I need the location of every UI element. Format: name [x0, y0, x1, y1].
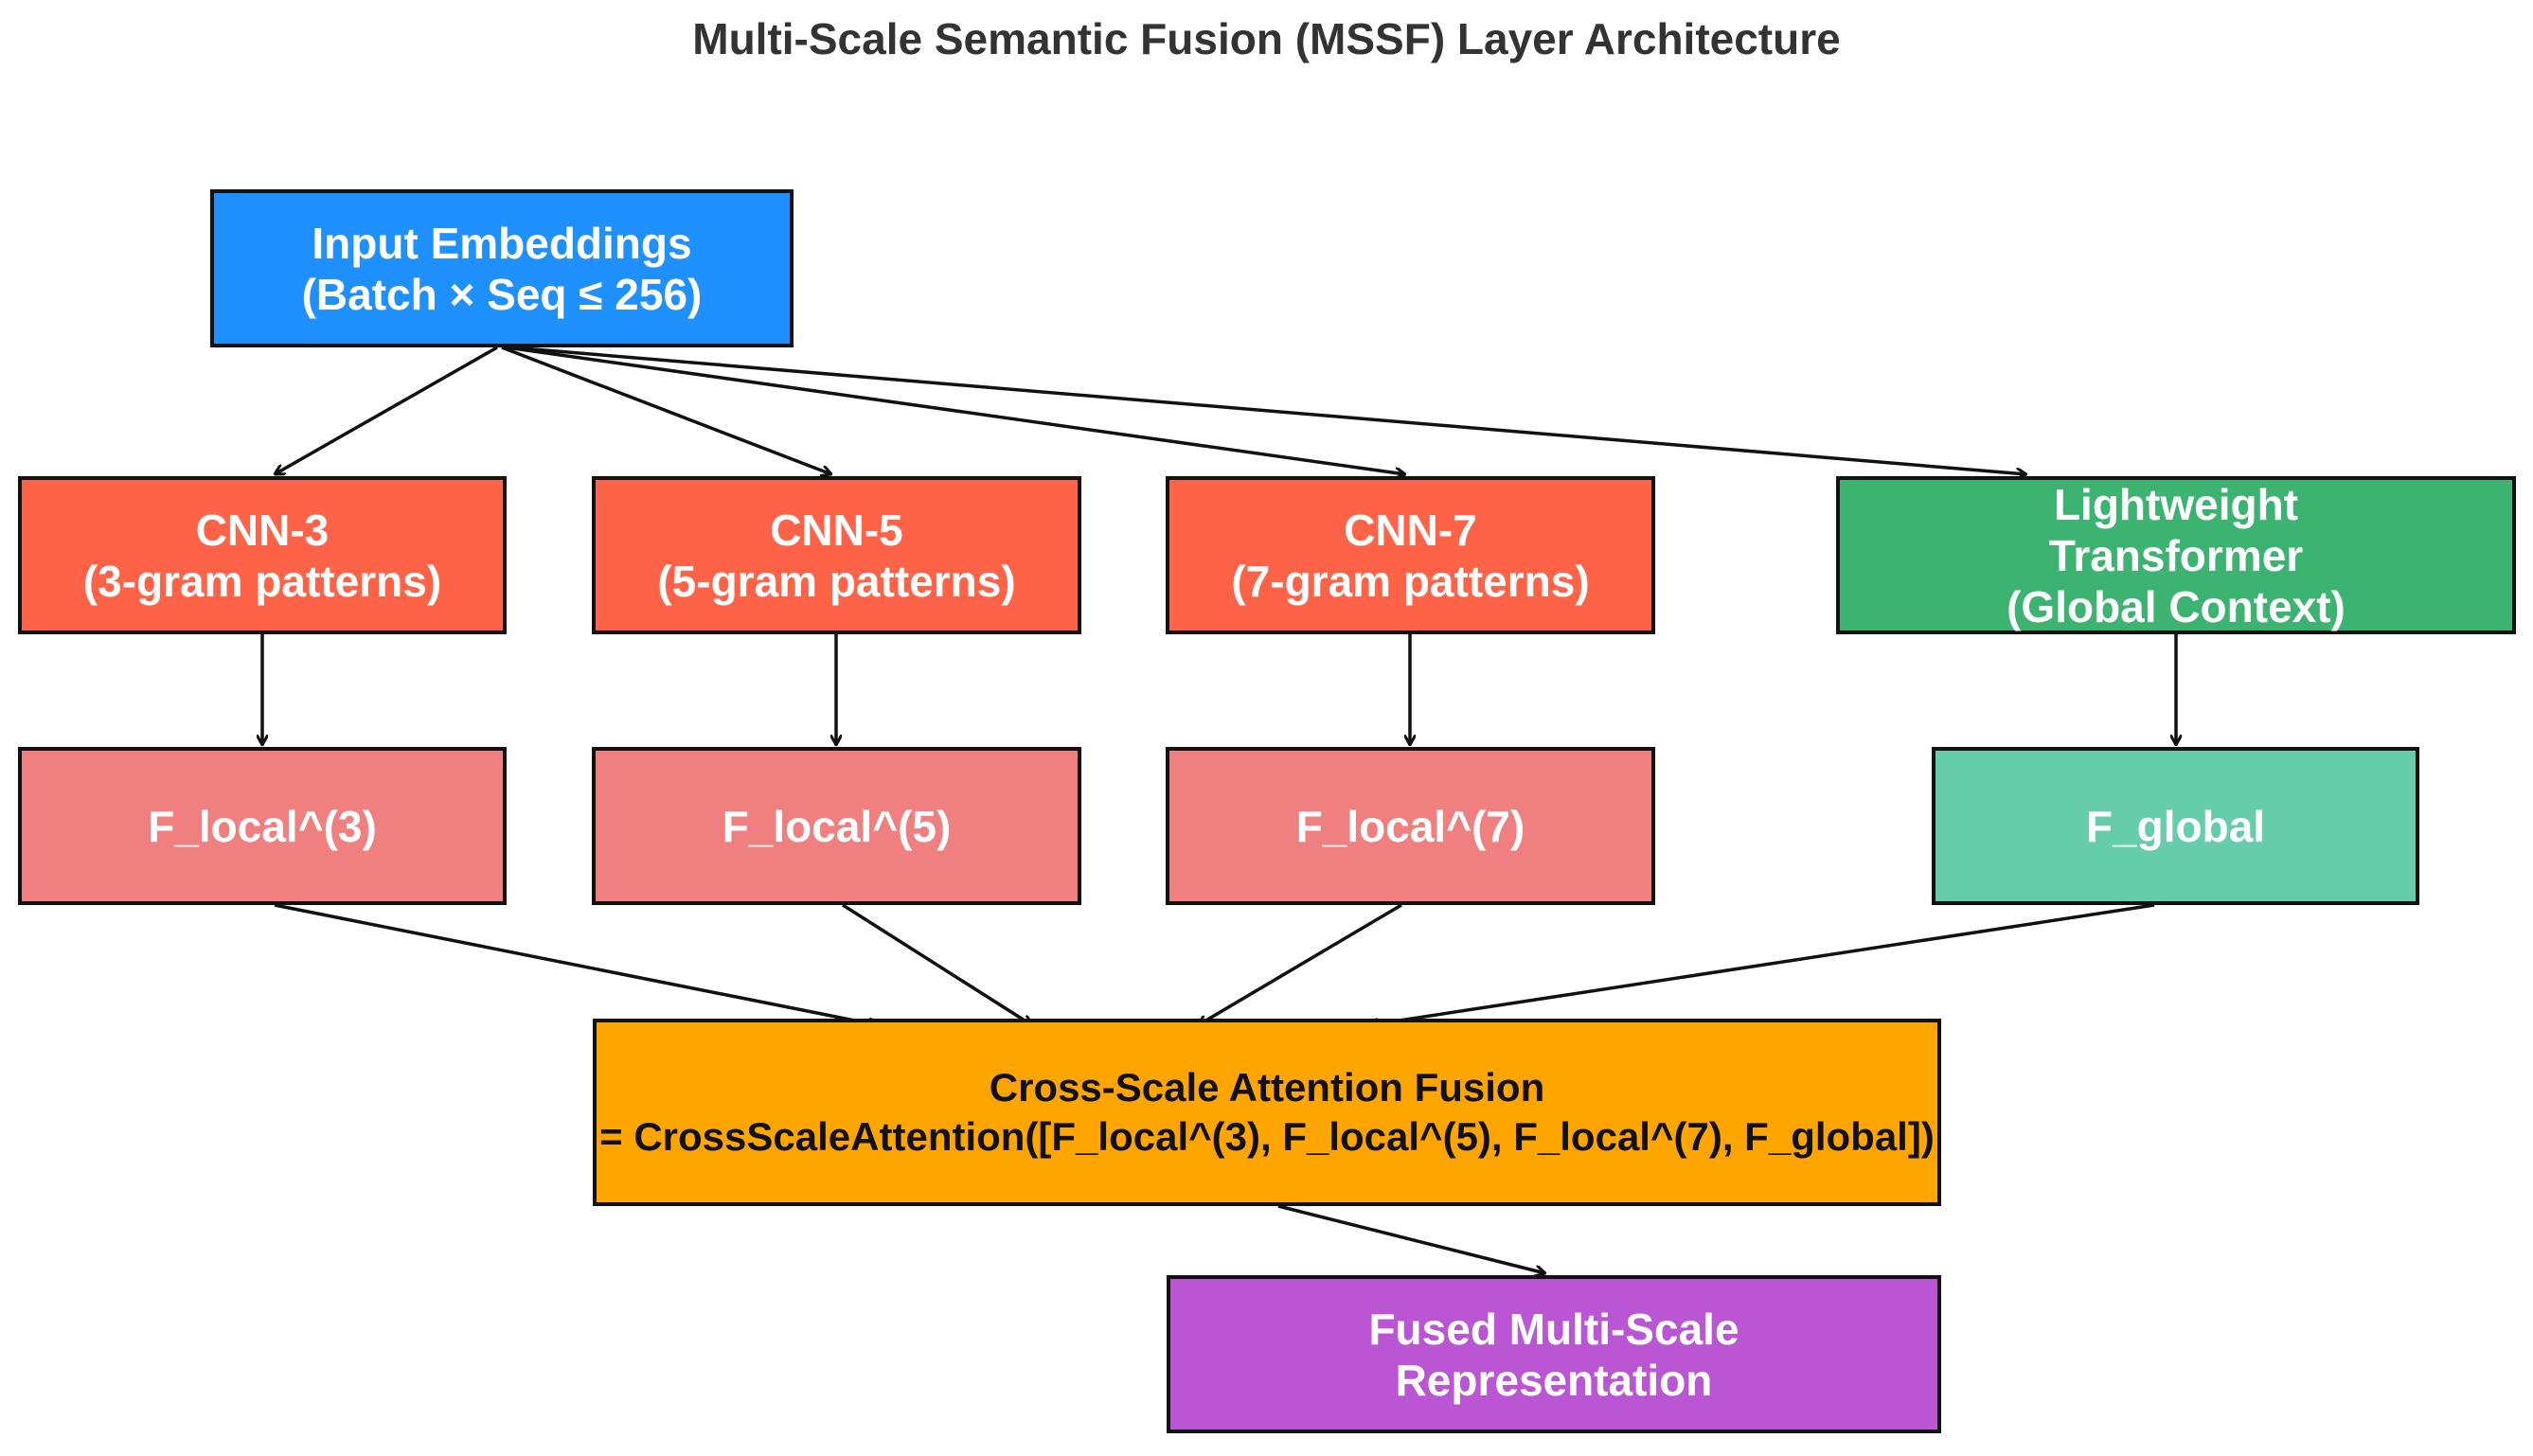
cnn-7-label: CNN-7 (7-gram patterns) [1231, 505, 1590, 606]
edge-floc3-fusion [274, 903, 879, 1025]
lightweight-transformer-label: Lightweight Transformer (Global Context) [2007, 479, 2346, 631]
diagram-title: Multi-Scale Semantic Fusion (MSSF) Layer… [692, 14, 1841, 63]
cnn-7-box: CNN-7 (7-gram patterns) [1166, 476, 1655, 634]
cnn-3-label: CNN-3 (3-gram patterns) [82, 505, 442, 606]
f-local-5-box: F_local^(5) [592, 747, 1081, 905]
f-global-label: F_global [2085, 801, 2266, 851]
edge-input-cnn7 [506, 346, 1405, 474]
lightweight-transformer-box: Lightweight Transformer (Global Context) [1836, 476, 2516, 634]
f-local-5-label: F_local^(5) [722, 801, 952, 851]
cnn-5-box: CNN-5 (5-gram patterns) [592, 476, 1081, 634]
edge-input-cnn5 [501, 346, 831, 474]
cross-scale-attention-fusion-box: Cross-Scale Attention Fusion = CrossScal… [593, 1019, 1941, 1206]
cnn-3-box: CNN-3 (3-gram patterns) [18, 476, 507, 634]
fused-representation-box: Fused Multi-Scale Representation [1167, 1275, 1941, 1433]
edge-floc7-fusion [1198, 903, 1402, 1025]
input-embeddings-label: Input Embeddings (Batch × Seq ≤ 256) [301, 218, 703, 319]
edge-fglob-fusion [1368, 903, 2155, 1025]
f-local-3-label: F_local^(3) [148, 801, 377, 851]
edge-input-trans [510, 346, 2026, 474]
cross-scale-attention-fusion-label: Cross-Scale Attention Fusion = CrossScal… [599, 1065, 1935, 1159]
edge-fusion-fused [1277, 1204, 1545, 1273]
cnn-5-label: CNN-5 (5-gram patterns) [657, 505, 1016, 606]
edge-floc5-fusion [842, 903, 1032, 1025]
f-local-7-label: F_local^(7) [1295, 801, 1525, 851]
edge-input-cnn3 [275, 346, 498, 474]
f-global-box: F_global [1932, 747, 2419, 905]
input-embeddings-box: Input Embeddings (Batch × Seq ≤ 256) [210, 189, 794, 347]
f-local-3-box: F_local^(3) [18, 747, 507, 905]
f-local-7-box: F_local^(7) [1166, 747, 1655, 905]
fused-representation-label: Fused Multi-Scale Representation [1368, 1304, 1739, 1405]
